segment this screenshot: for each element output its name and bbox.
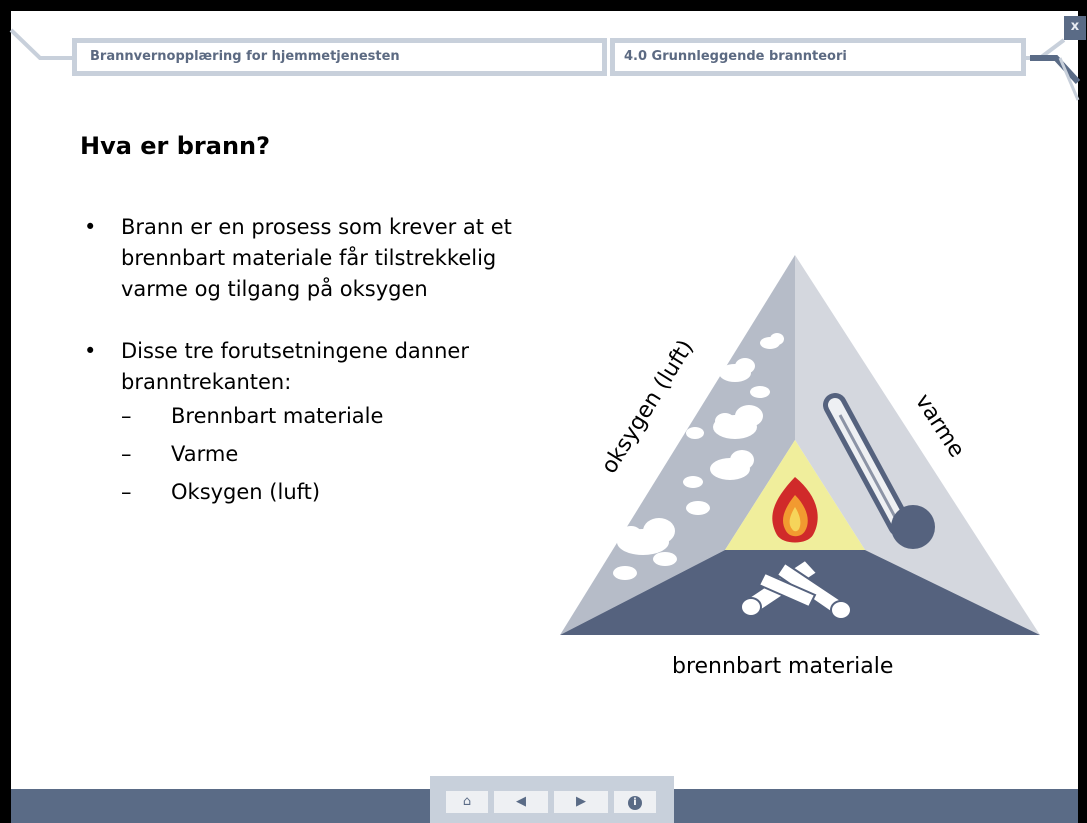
info-button[interactable]: i: [614, 791, 656, 813]
previous-button[interactable]: ◀: [494, 791, 548, 813]
sub-list: Brennbart materiale Varme Oksygen (luft): [121, 401, 538, 508]
bullet-item: Disse tre forutsetningene danner branntr…: [78, 336, 538, 508]
fire-triangle-diagram: oksygen (luft) varme brennbart materiale: [560, 255, 1040, 679]
home-icon: ⌂: [462, 794, 472, 809]
thermometer-icon: [823, 393, 935, 549]
arrow-right-icon: ▶: [576, 794, 586, 809]
bullet-text: Brann er en prosess som krever at et bre…: [121, 215, 512, 301]
info-icon: i: [628, 796, 642, 810]
bullet-item: Brann er en prosess som krever at et bre…: [78, 212, 538, 305]
cloud-icon: [613, 333, 784, 580]
fuel-label: brennbart materiale: [672, 654, 893, 679]
logs-icon: [740, 558, 852, 620]
page-title: Hva er brann?: [80, 132, 271, 160]
bullet-text: Disse tre forutsetningene danner branntr…: [121, 339, 469, 394]
bullet-list: Brann er en prosess som krever at et bre…: [78, 212, 538, 539]
flame-icon: [772, 477, 818, 543]
course-title-tab: Brannvernopplæring for hjemmetjenesten: [72, 38, 607, 76]
arrow-left-icon: ◀: [516, 794, 526, 809]
sub-item: Oksygen (luft): [78, 477, 538, 508]
course-title: Brannvernopplæring for hjemmetjenesten: [90, 49, 400, 64]
heat-face: [795, 255, 1040, 635]
chapter-title: 4.0 Grunnleggende brannteori: [624, 49, 847, 64]
sub-item: Brennbart materiale: [78, 401, 538, 432]
next-button[interactable]: ▶: [554, 791, 608, 813]
home-button[interactable]: ⌂: [446, 791, 488, 813]
sub-item: Varme: [78, 439, 538, 470]
navigation-bar: ⌂ ◀ ▶ i: [430, 776, 674, 823]
close-button[interactable]: x: [1064, 16, 1086, 40]
chapter-title-tab: 4.0 Grunnleggende brannteori: [610, 38, 1026, 76]
